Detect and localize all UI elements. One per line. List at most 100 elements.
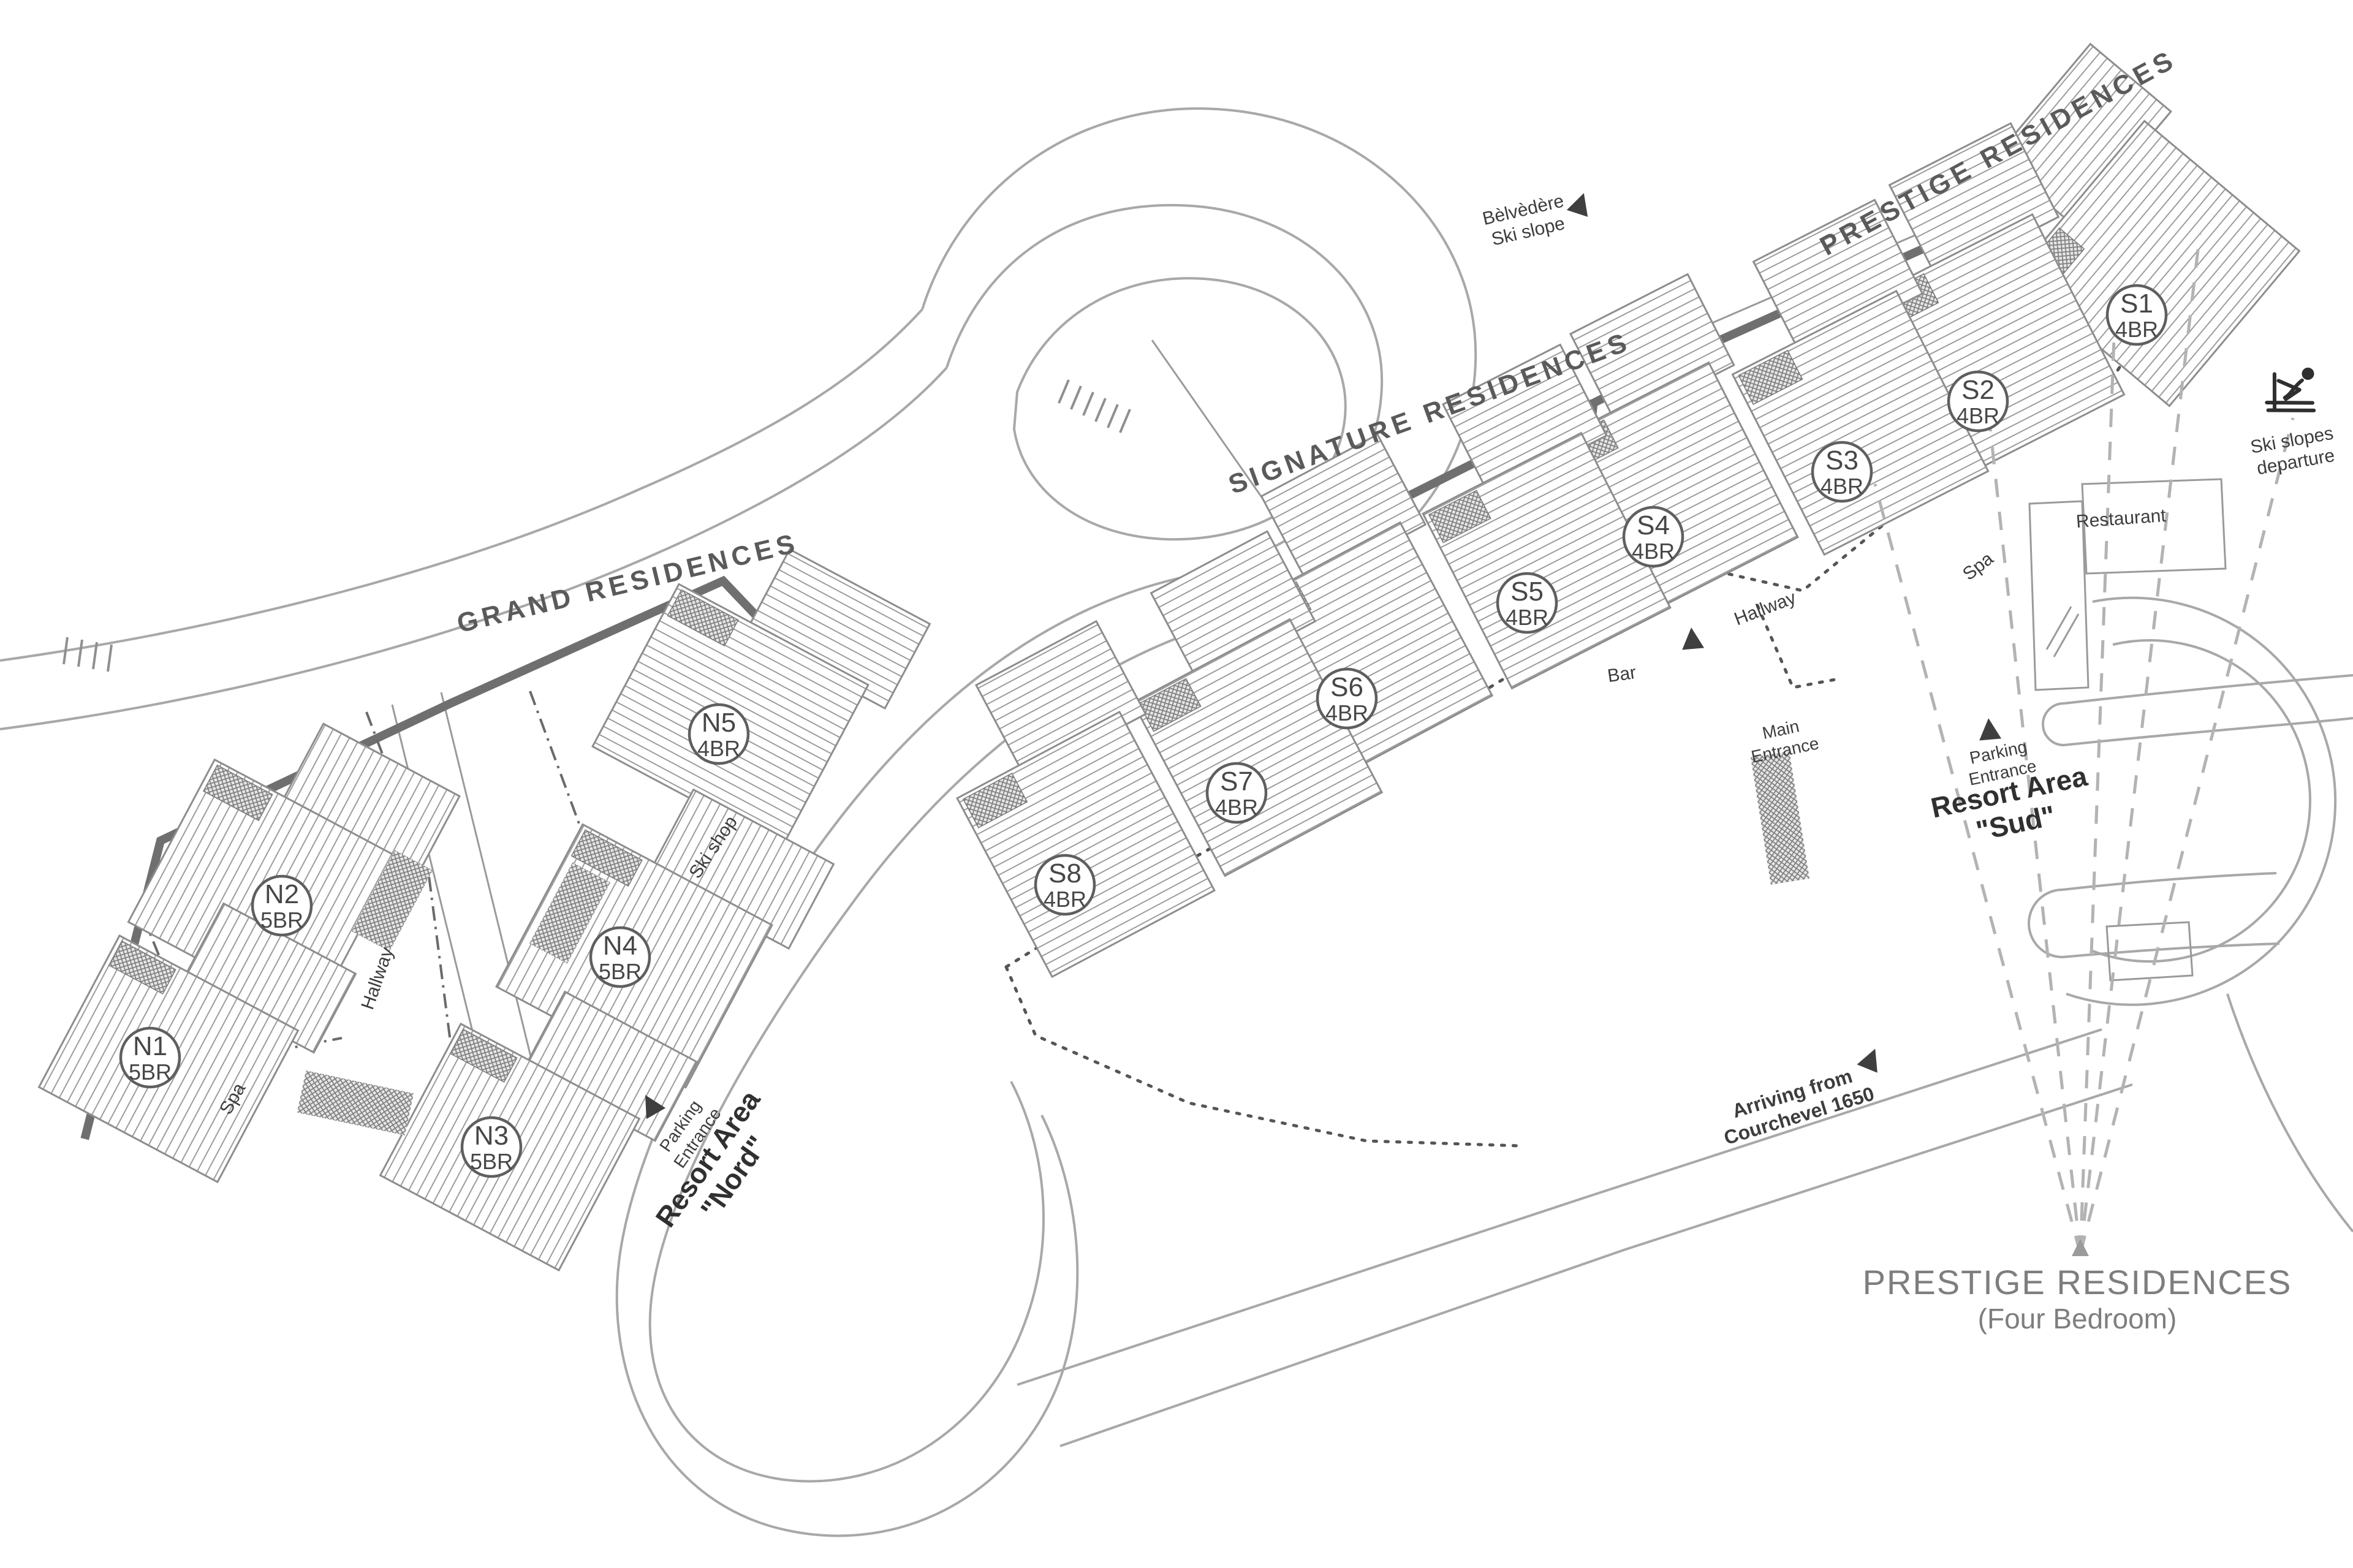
unit-bedrooms: 5BR <box>129 1059 172 1085</box>
building-entrance-canopy <box>450 1028 518 1083</box>
building-entrance-canopy <box>570 829 643 887</box>
sud-parking-finger <box>2028 872 2280 958</box>
prestige-pointer-line <box>2078 417 2295 1254</box>
sud-loop-exit <box>2226 993 2353 1233</box>
unit-circle <box>1205 762 1268 824</box>
parking-nord-arrow-icon <box>645 1094 666 1119</box>
sud-parking-lot <box>2105 921 2194 982</box>
unit-id: N3 <box>474 1121 509 1151</box>
unit-bedrooms: 4BR <box>1506 605 1548 630</box>
road-northwest-lower <box>0 366 948 730</box>
main-entrance-arrow-icon <box>1682 627 1705 650</box>
unit-bedrooms: 4BR <box>697 736 740 761</box>
unit-bedrooms: 4BR <box>1632 539 1675 564</box>
prestige-pointer-line <box>1987 411 2082 1254</box>
unit-circle <box>460 1116 523 1178</box>
legend-layer: PRESTIGE RESIDENCES (Four Bedroom) <box>1863 1239 2290 1335</box>
legend-subtitle: (Four Bedroom) <box>1978 1303 2177 1335</box>
belvedere-arrow-icon <box>1566 193 1588 217</box>
unit-circle <box>1947 370 2009 433</box>
unit-circle <box>1316 667 1378 730</box>
nord-corridor-boundary-west <box>365 711 452 1042</box>
building-S3 <box>1731 199 1990 556</box>
arriving-label: Arriving fromCourchevel 1650 <box>1715 1060 1877 1149</box>
unit-bedrooms: 4BR <box>1044 887 1086 912</box>
building-S8 <box>956 619 1216 979</box>
prestige-pointer-line <box>1873 483 2082 1254</box>
road-serpentine-inner <box>615 203 1384 1537</box>
canopy-n4 <box>529 862 611 964</box>
prestige-pointer-line <box>2078 338 2116 1254</box>
canopy-n2 <box>351 850 433 952</box>
unit-circle <box>1811 441 1873 503</box>
restaurant-label: Restaurant <box>2075 506 2167 532</box>
unit-id: S3 <box>1825 445 1859 475</box>
spa-sud-label: Spa <box>1959 548 1998 585</box>
unit-id: S1 <box>2120 289 2153 319</box>
ski-slopes-departure-label: Ski slopesdeparture <box>2249 423 2339 480</box>
bar-label: Bar <box>1606 662 1637 686</box>
prestige-pointer-line <box>2078 233 2202 1254</box>
unit-bedrooms: 5BR <box>260 907 303 933</box>
unit-circle <box>119 1026 181 1089</box>
road-northwest-upper <box>0 308 923 662</box>
roads-layer <box>0 107 2353 1537</box>
unit-circle <box>2105 284 2168 346</box>
crosswalk-hairpin <box>1058 379 1131 433</box>
parking-sud-arrow-icon <box>1979 718 2002 741</box>
unit-bedrooms: 4BR <box>1821 474 1863 499</box>
arriving-arrow-icon <box>1857 1048 1877 1073</box>
sud-loop-outer <box>2066 596 2337 1006</box>
unit-bedrooms: 4BR <box>2115 317 2158 342</box>
icons-layer <box>645 193 2316 1119</box>
hairpin-island <box>1012 277 1347 541</box>
building-block <box>1422 431 1672 690</box>
unit-circle <box>589 926 651 988</box>
hallway-sud-label: Hallway <box>1732 588 1799 629</box>
sud-stub-top <box>2042 674 2353 746</box>
building-block <box>1731 289 1990 556</box>
building-entrance-canopy <box>1738 349 1803 405</box>
road-arrival-lower <box>1059 1083 2133 1447</box>
unit-bedrooms: 5BR <box>470 1149 513 1174</box>
belvedere-ski-slope-label: BèlvèdèreSki slope <box>1480 191 1571 251</box>
texture-layer <box>297 751 1810 1135</box>
unit-bedrooms: 4BR <box>1215 795 1258 820</box>
unit-id: S7 <box>1220 767 1253 797</box>
hallway-nord-corridor <box>391 692 534 1079</box>
unit-id: N1 <box>133 1031 167 1061</box>
unit-id: N5 <box>702 708 736 738</box>
building-entrance-canopy <box>962 773 1028 828</box>
unit-circle <box>251 874 313 937</box>
unit-circle <box>1496 572 1558 634</box>
building-entrance-canopy <box>203 764 273 822</box>
unit-bedrooms: 4BR <box>1957 403 1999 428</box>
markers-layer: S14BRS24BRS34BRS44BRS54BRS64BRS74BRS84BR… <box>119 284 2168 1178</box>
building-entrance-canopy <box>108 940 176 995</box>
main-entrance-walkway <box>1750 751 1810 885</box>
unit-bedrooms: 4BR <box>1325 700 1368 725</box>
sud-loop-inner <box>2092 639 2311 963</box>
buildings-layer <box>37 42 2301 1272</box>
skier-icon <box>2265 367 2316 412</box>
entrance-pocket-boundary <box>1756 604 1840 689</box>
unit-id: S6 <box>1330 672 1363 702</box>
grand-residences-line <box>80 575 779 1140</box>
road-serpentine-outer <box>648 107 1477 1483</box>
unit-circle <box>1622 506 1684 568</box>
legend-pointer-origin-icon <box>2072 1239 2089 1256</box>
